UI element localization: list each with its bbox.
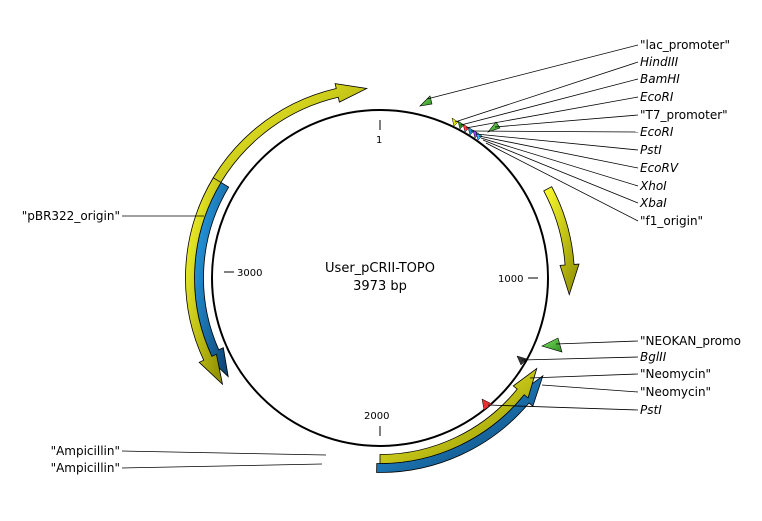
lac-promoter-marker	[419, 95, 433, 107]
leader-f1-origin	[485, 142, 639, 222]
label-psti-2: PstI	[640, 403, 662, 417]
label-xhoi: XhoI	[639, 179, 667, 193]
tick-label-1: 1	[376, 135, 382, 146]
label-bglii: BglII	[640, 350, 667, 364]
leader-neomycin-2	[541, 384, 639, 393]
bglii-site-marker	[516, 355, 528, 366]
leader-xhoi	[480, 137, 639, 187]
label-ampicillin-2: "Ampicillin"	[51, 461, 120, 475]
neomycin-cds-arrow	[379, 367, 538, 464]
leader-ecori	[465, 96, 639, 129]
label-lac-promoter: "lac_promoter"	[640, 38, 730, 52]
label-xbai: XbaI	[639, 196, 667, 210]
leader-bglii	[521, 356, 639, 361]
plasmid-name: User_pCRII-TOPO	[325, 261, 435, 276]
t7-promoter-marker	[487, 121, 501, 133]
label-neomycin-1: "Neomycin"	[640, 367, 711, 381]
label-ecori-2: EcoRI	[640, 125, 674, 139]
plasmid-size: 3973 bp	[353, 279, 407, 294]
label-ampicillin-1: "Ampicillin"	[51, 444, 120, 458]
leader-xbai	[482, 139, 639, 204]
leader-bamhi	[460, 78, 639, 126]
label-bamhi: BamHI	[640, 72, 680, 86]
label-t7-promoter: "T7_promoter"	[640, 108, 728, 122]
tick-label-2000: 2000	[364, 411, 389, 422]
leader-psti-2	[487, 404, 639, 411]
leader-lac-promoter	[426, 44, 639, 100]
leader-hindiii	[454, 61, 639, 123]
label-f1-origin: "f1_origin"	[640, 214, 703, 228]
leader-neomycin-1	[529, 373, 639, 379]
label-psti: PstI	[640, 143, 662, 157]
label-neomycin-2: "Neomycin"	[640, 385, 711, 399]
leader-neokan	[555, 340, 639, 345]
leader-ampicillin-2	[121, 463, 323, 469]
neokan-promoter-marker	[541, 337, 563, 353]
ampicillin-cds-arrow	[185, 177, 224, 386]
label-hindiii: HindIII	[640, 55, 679, 69]
f1-origin-arrow	[543, 186, 580, 296]
leader-ampicillin-1	[121, 450, 327, 456]
leader-lines	[121, 44, 639, 469]
leader-ecori-2	[470, 130, 639, 133]
tick-label-1000: 1000	[498, 274, 523, 285]
leader-ecorv	[478, 135, 639, 169]
plasmid-backbone	[211, 109, 549, 447]
psti-site-marker-2	[481, 398, 493, 411]
label-pbr322-origin: "pBR322_origin"	[22, 209, 120, 223]
pbr322-origin-arrow	[197, 83, 369, 213]
label-neokan-promoter: "NEOKAN_promo	[640, 334, 741, 348]
tick-label-3000: 3000	[237, 268, 262, 279]
label-ecori: EcoRI	[640, 90, 674, 104]
leader-t7-promoter	[494, 114, 639, 128]
label-ecorv: EcoRV	[640, 161, 679, 175]
leader-psti	[475, 133, 639, 151]
